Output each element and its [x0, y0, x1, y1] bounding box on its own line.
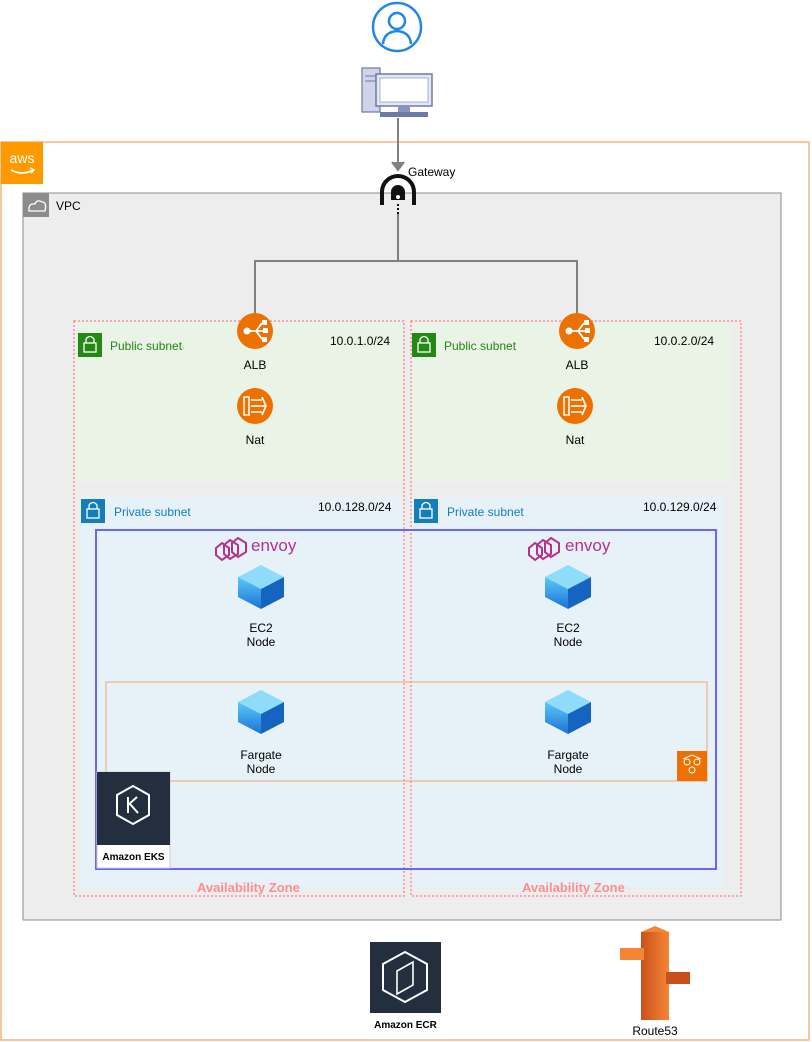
public-subnet-label: Public subnet	[444, 339, 517, 353]
private-subnet-label: Private subnet	[447, 505, 524, 519]
ec2-node-label-line2: Node	[246, 635, 276, 649]
envoy-logo-icon	[215, 536, 247, 562]
nat-gateway-icon	[237, 388, 273, 424]
lock-icon	[414, 499, 438, 523]
alb-label: ALB	[565, 358, 589, 372]
alb-label: ALB	[243, 358, 267, 372]
lock-icon	[412, 333, 436, 357]
fargate-node-label-line2: Node	[246, 762, 276, 776]
availability-zone-label: Availability Zone	[197, 880, 300, 895]
internet-gateway-icon	[380, 174, 416, 214]
envoy-wordmark: envoy	[251, 536, 297, 555]
ec2-instance-icon	[238, 565, 284, 609]
ec2-node-label-line1: EC2	[249, 621, 273, 635]
envoy-logo-icon	[528, 536, 560, 562]
lock-icon	[78, 333, 102, 357]
public-subnet-label: Public subnet	[110, 339, 183, 353]
amazon-ecr-label: Amazon ECR	[374, 1020, 437, 1031]
nat-label: Nat	[245, 433, 265, 447]
alb-icon	[237, 313, 273, 349]
computer-icon	[361, 67, 433, 117]
vpc-label: VPC	[56, 199, 81, 213]
ec2-instance-icon	[545, 565, 591, 609]
ec2-node-label-line2: Node	[553, 635, 583, 649]
eks-cluster-box	[95, 529, 717, 870]
private-subnet-cidr: 10.0.128.0/24	[318, 500, 392, 514]
amazon-ecr-icon	[370, 942, 441, 1037]
fargate-node-icon	[238, 690, 284, 734]
lock-icon	[81, 499, 105, 523]
fargate-node-label-line2: Node	[553, 762, 583, 776]
private-subnet-label: Private subnet	[114, 505, 191, 519]
gateway-label: Gateway	[408, 165, 456, 179]
fargate-node-label-line1: Fargate	[547, 748, 589, 762]
route53-icon	[620, 926, 690, 1020]
route53-label: Route53	[632, 1024, 678, 1038]
envoy-wordmark: envoy	[565, 536, 611, 555]
svg-text:aws: aws	[10, 150, 35, 166]
public-subnet-cidr: 10.0.1.0/24	[330, 334, 391, 348]
fargate-group	[105, 681, 708, 782]
amazon-eks-label: Amazon EKS	[102, 852, 165, 863]
fargate-node-icon	[545, 690, 591, 734]
alb-icon	[559, 313, 595, 349]
fargate-node-label-line1: Fargate	[240, 748, 282, 762]
availability-zone-1	[73, 320, 405, 897]
ec2-node-label-line1: EC2	[556, 621, 580, 635]
aws-logo-icon: aws	[1, 142, 43, 184]
fargate-icon	[677, 751, 707, 781]
private-subnet-cidr: 10.0.129.0/24	[643, 500, 717, 514]
public-subnet-cidr: 10.0.2.0/24	[654, 334, 715, 348]
availability-zone-label: Availability Zone	[522, 880, 625, 895]
connector-lines	[254, 118, 578, 314]
amazon-eks-icon	[96, 771, 171, 869]
nat-gateway-icon	[557, 388, 593, 424]
user-icon	[371, 1, 423, 53]
nat-label: Nat	[565, 433, 585, 447]
vpc-icon	[23, 193, 49, 217]
